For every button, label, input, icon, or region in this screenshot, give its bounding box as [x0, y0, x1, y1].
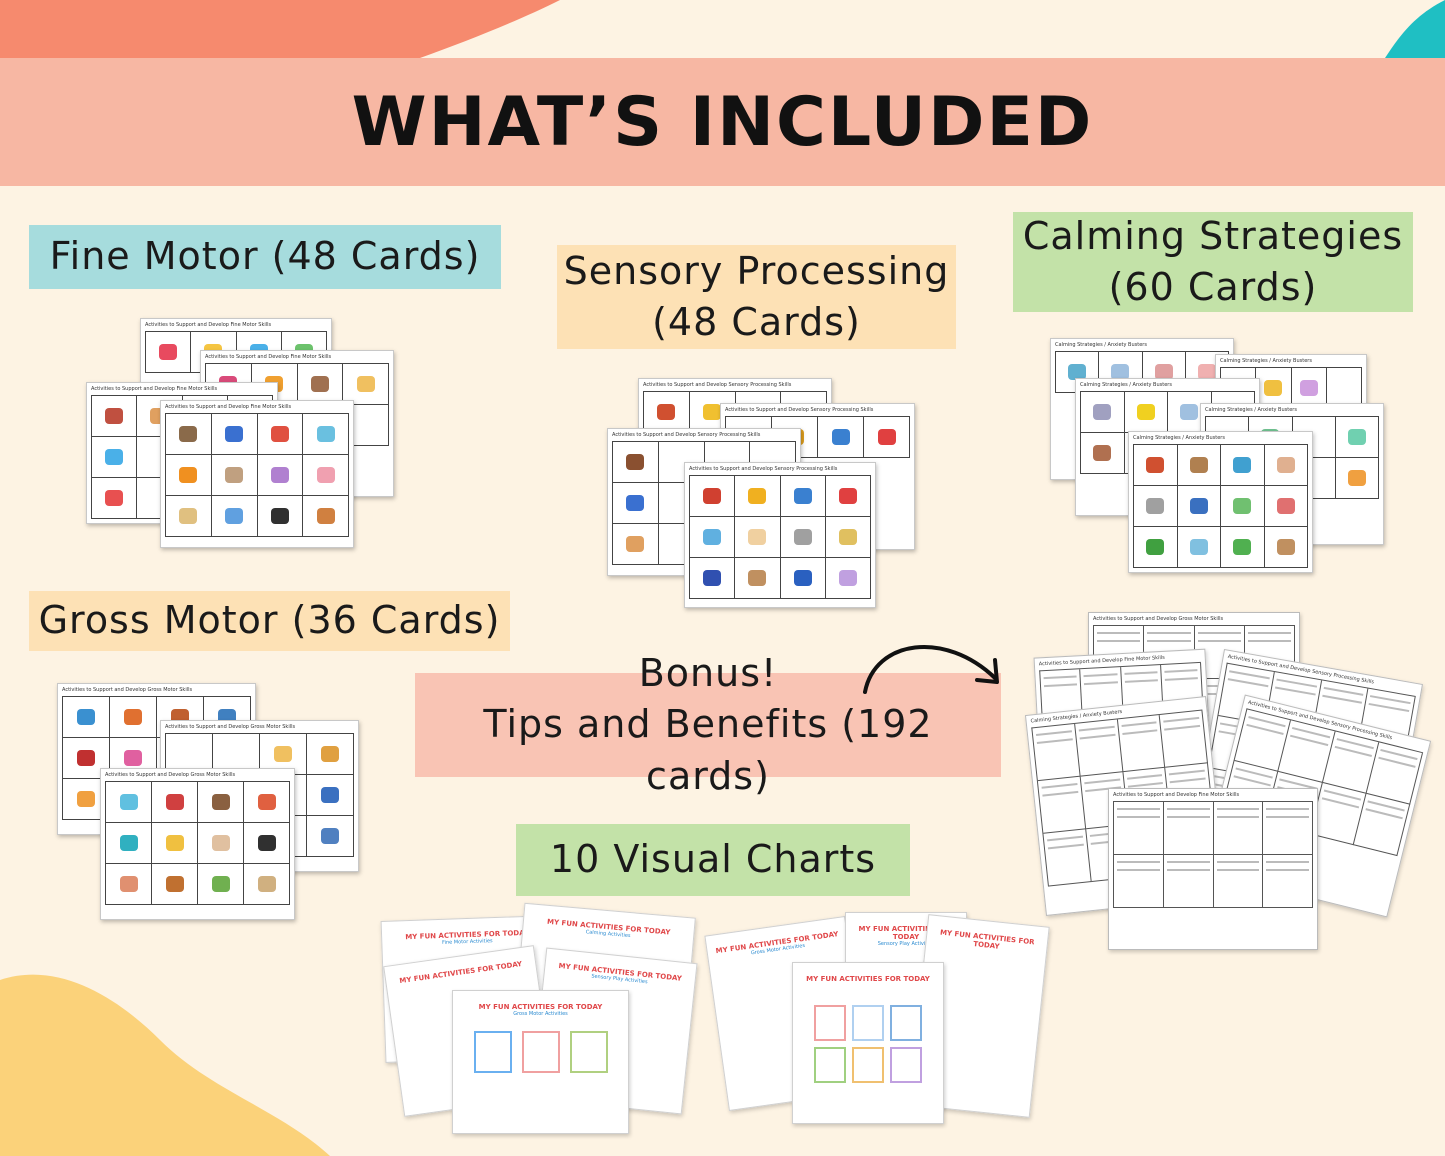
card-title: Activities to Support and Develop Fine M…: [165, 404, 292, 410]
chart-title: MY FUN ACTIVITIES FOR TODAY: [858, 925, 954, 941]
chart-subtitle: Gross Motor Activities: [513, 1011, 568, 1017]
top-left-blob: [0, 0, 560, 58]
card-title: Activities to Support and Develop Fine M…: [145, 322, 272, 328]
curved-arrow-icon: [863, 644, 999, 694]
sensory-label: Sensory Processing (48 Cards): [557, 245, 956, 349]
chart-title: MY FUN ACTIVITIES FOR TODAY: [398, 960, 523, 986]
chart-title: MY FUN ACTIVITIES FOR TODAY: [939, 928, 1035, 951]
card-title: Activities to Support and Develop Gross …: [62, 687, 193, 693]
card-title: Activities to Support and Develop Gross …: [165, 724, 296, 730]
card-title: Activities to Support and Develop Gross …: [105, 772, 236, 778]
top-right-blob: [1385, 0, 1445, 58]
card-title: Activities to Support and Develop Sensor…: [643, 382, 792, 388]
visual-chart: MY FUN ACTIVITIES FOR TODAY Gross Motor …: [452, 990, 629, 1134]
charts-label-text: 10 Visual Charts: [549, 837, 877, 882]
card-title: Calming Strategies / Anxiety Busters: [1220, 358, 1312, 364]
calming-label-line2: (60 Cards): [1108, 265, 1318, 309]
gross-motor-card: Activities to Support and Develop Gross …: [100, 768, 295, 920]
tips-card: Activities to Support and Develop Fine M…: [1108, 788, 1318, 950]
card-title: Activities to Support and Develop Sensor…: [725, 407, 874, 413]
bonus-label: Bonus! Tips and Benefits (192 cards): [415, 651, 1001, 798]
page-title: WHAT’S INCLUDED: [351, 82, 1094, 162]
gross-motor-label-text: Gross Motor (36 Cards): [38, 598, 501, 643]
card-title: Calming Strategies / Anxiety Busters: [1133, 435, 1225, 441]
bonus-label-line2: Tips and Benefits (192 cards): [483, 702, 933, 798]
title-banner: WHAT’S INCLUDED: [0, 58, 1445, 186]
card-title: Calming Strategies / Anxiety Busters: [1055, 342, 1147, 348]
sensory-card: Activities to Support and Develop Sensor…: [684, 462, 876, 608]
calming-label-line1: Calming Strategies: [1022, 213, 1404, 258]
gross-motor-label: Gross Motor (36 Cards): [29, 591, 510, 651]
card-title: Activities to Support and Develop Gross …: [1093, 616, 1224, 622]
fine-motor-card: Activities to Support and Develop Fine M…: [160, 400, 354, 548]
calming-label: Calming Strategies (60 Cards): [1013, 212, 1413, 312]
calming-card: Calming Strategies / Anxiety Busters: [1128, 431, 1313, 573]
charts-label: 10 Visual Charts: [516, 824, 910, 896]
chart-title: MY FUN ACTIVITIES FOR TODAY: [478, 1003, 603, 1011]
card-title: Activities to Support and Develop Fine M…: [1113, 792, 1240, 798]
card-title: Activities to Support and Develop Sensor…: [689, 466, 838, 472]
card-title: Activities to Support and Develop Fine M…: [205, 354, 332, 360]
chart-title: MY FUN ACTIVITIES FOR TODAY: [806, 975, 930, 983]
sensory-label-line2: (48 Cards): [652, 300, 861, 344]
card-title: Activities to Support and Develop Sensor…: [612, 432, 761, 438]
sensory-label-line1: Sensory Processing: [563, 248, 950, 293]
fine-motor-label-text: Fine Motor (48 Cards): [49, 234, 481, 279]
bottom-left-blob: [0, 974, 330, 1156]
chart-subtitle: Sensory Play Activities: [877, 941, 935, 947]
card-title: Calming Strategies / Anxiety Busters: [1205, 407, 1297, 413]
visual-chart: MY FUN ACTIVITIES FOR TODAY: [792, 962, 944, 1124]
fine-motor-label: Fine Motor (48 Cards): [29, 225, 501, 289]
card-title: Activities to Support and Develop Fine M…: [91, 386, 218, 392]
bonus-label-line1: Bonus!: [638, 651, 778, 696]
card-title: Calming Strategies / Anxiety Busters: [1080, 382, 1172, 388]
